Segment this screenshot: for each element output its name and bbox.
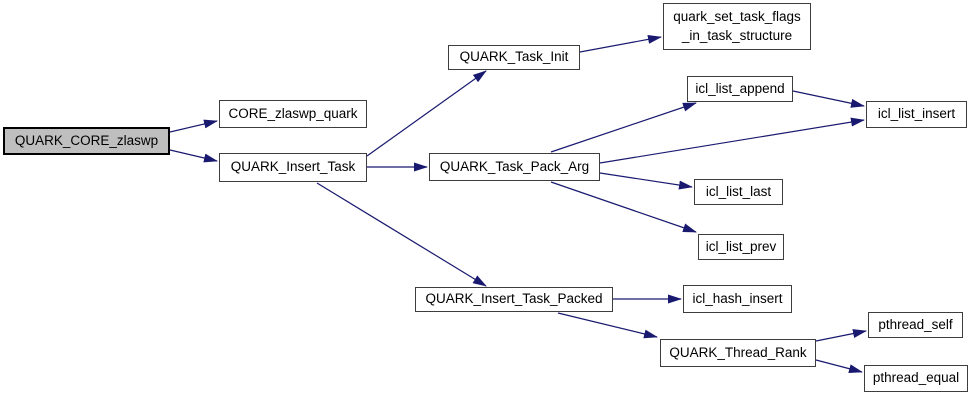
edge-icl-list-append-to-icl-list-insert <box>792 90 865 108</box>
node-quark-insert-task[interactable]: QUARK_Insert_Task <box>219 153 367 182</box>
edge-quark-task-init-to-quark-set-task-flags <box>579 34 662 53</box>
node-quark-task-init[interactable]: QUARK_Task_Init <box>448 45 580 70</box>
edge-quark-thread-rank-to-pthread-equal <box>815 359 863 374</box>
node-icl-list-insert[interactable]: icl_list_insert <box>866 101 967 128</box>
node-icl-list-prev[interactable]: icl_list_prev <box>698 234 784 260</box>
node-pthread-self[interactable]: pthread_self <box>868 312 963 338</box>
edge-quark-insert-task-packed-to-quark-thread-rank <box>557 312 658 339</box>
node-icl-list-append[interactable]: icl_list_append <box>687 76 793 102</box>
edge-quark-task-pack-arg-to-icl-list-insert <box>599 117 865 164</box>
node-core-zlaswp-quark[interactable]: CORE_zlaswp_quark <box>219 100 367 128</box>
node-quark-set-task-flags[interactable]: quark_set_task_flags _in_task_structure <box>663 3 811 50</box>
node-quark-thread-rank[interactable]: QUARK_Thread_Rank <box>660 339 816 367</box>
node-icl-list-last[interactable]: icl_list_last <box>694 179 783 205</box>
edge-quark-task-pack-arg-to-icl-list-last <box>599 172 693 190</box>
node-icl-hash-insert[interactable]: icl_hash_insert <box>683 285 792 313</box>
node-pthread-equal[interactable]: pthread_equal <box>864 365 968 392</box>
edge-quark-insert-task-to-quark-insert-task-packed <box>316 182 487 287</box>
node-quark-insert-task-packed[interactable]: QUARK_Insert_Task_Packed <box>415 287 613 312</box>
edge-quark-task-pack-arg-to-icl-list-append <box>550 102 697 153</box>
edge-quark-insert-task-to-quark-task-init <box>366 70 487 157</box>
edge-quark-thread-rank-to-pthread-self <box>815 329 867 342</box>
edge-quark-core-zlaswp-to-quark-insert-task <box>169 149 218 163</box>
node-quark-core-zlaswp: QUARK_CORE_zlaswp <box>3 127 170 155</box>
edge-quark-task-pack-arg-to-icl-list-prev <box>550 181 697 233</box>
edge-quark-core-zlaswp-to-core-zlaswp-quark <box>169 119 218 133</box>
node-quark-task-pack-arg[interactable]: QUARK_Task_Pack_Arg <box>429 153 600 181</box>
